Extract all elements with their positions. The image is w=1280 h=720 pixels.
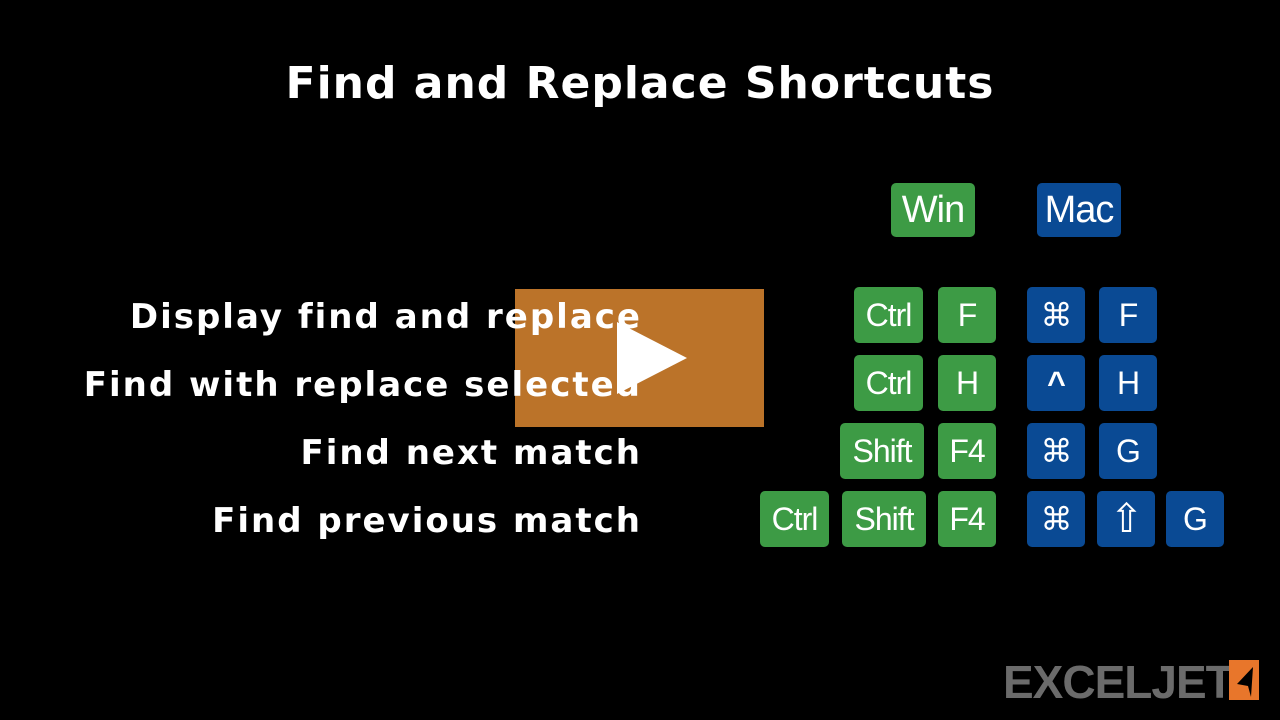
key-f: F (938, 287, 996, 343)
key-shift: Shift (840, 423, 924, 479)
play-button[interactable] (515, 289, 764, 427)
key-ctrl: Ctrl (854, 355, 923, 411)
key-h: H (1099, 355, 1157, 411)
exceljet-logo: EXCELJET (1003, 656, 1259, 710)
command-icon: ⌘ (1027, 423, 1085, 479)
key-ctrl: Ctrl (854, 287, 923, 343)
command-icon: ⌘ (1027, 287, 1085, 343)
row-label-find-next: Find next match (300, 433, 642, 473)
key-ctrl: Ctrl (760, 491, 829, 547)
row-label-find-previous: Find previous match (212, 501, 642, 541)
slide-title: Find and Replace Shortcuts (285, 58, 995, 109)
key-f4: F4 (938, 423, 996, 479)
command-icon: ⌘ (1027, 491, 1085, 547)
svg-text:EXCELJET: EXCELJET (1003, 658, 1234, 706)
key-f4: F4 (938, 491, 996, 547)
key-shift: Shift (842, 491, 926, 547)
key-g: G (1099, 423, 1157, 479)
caret-up-icon: ^ (1027, 355, 1085, 411)
mac-header: Mac (1037, 183, 1121, 237)
play-icon (617, 322, 687, 394)
win-header: Win (891, 183, 975, 237)
shift-arrow-icon: ⇧ (1097, 491, 1155, 547)
key-f: F (1099, 287, 1157, 343)
key-g: G (1166, 491, 1224, 547)
key-h: H (938, 355, 996, 411)
